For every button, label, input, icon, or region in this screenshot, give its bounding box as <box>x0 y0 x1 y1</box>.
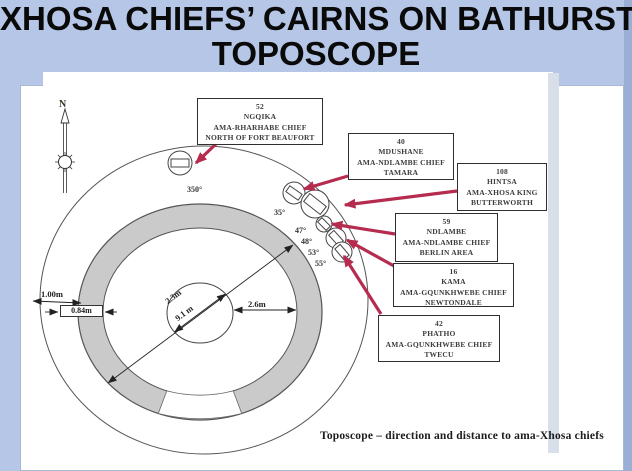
chief-distance: 16 <box>449 267 458 276</box>
cairn-marker-hintsa <box>300 189 330 219</box>
chief-name: KAMA <box>441 277 466 287</box>
chief-name: MDUSHANE <box>378 147 424 157</box>
chief-box-kama: 16 KAMA AMA-GQUNKHWEBE CHIEF NEWTONDALE <box>393 263 514 307</box>
chief-location: TAMARA <box>383 168 419 178</box>
ring-entrance-gap <box>157 390 243 420</box>
cairn-marker-55 <box>331 241 353 263</box>
diagram-caption: Toposcope – direction and distance to am… <box>320 430 604 442</box>
slide-title-line1: XHOSA CHIEFS’ CAIRNS ON BATHURST <box>0 0 632 37</box>
cairn-marker-47 <box>315 215 333 233</box>
dimension-lines <box>32 244 297 384</box>
cairn-diameter-tick-ne <box>199 293 226 314</box>
chief-box-ngqika: 52 NGQIKA AMA-RHARHABE CHIEF NORTH OF FO… <box>197 98 323 145</box>
diagram-panel-top <box>43 72 553 102</box>
chief-distance: 108 <box>496 167 508 176</box>
chief-location: BERLIN AREA <box>419 248 474 258</box>
chief-title: AMA-GQUNKHWEBE CHIEF <box>385 339 493 349</box>
pointer-arrow-kama <box>345 238 395 268</box>
chief-location: NEWTONDALE <box>425 298 482 308</box>
chief-distance: 40 <box>397 137 405 146</box>
bearing-label-48: 48° <box>301 237 313 246</box>
chief-box-mdushane: 40 MDUSHANE AMA-NDLAMBE CHIEF TAMARA <box>348 133 454 180</box>
chief-location: TWECU <box>424 350 454 360</box>
cairn-markers <box>167 150 353 263</box>
inner-diameter-line <box>107 244 294 384</box>
chief-box-hintsa: 108 HINTSA AMA-XHOSA KING BUTTERWORTH <box>457 163 547 211</box>
pointer-arrow-ndlambe <box>330 220 396 236</box>
chief-title: AMA-RHARHABE CHIEF <box>213 122 307 132</box>
chief-name: NGQIKA <box>243 112 277 122</box>
chief-distance: 42 <box>435 319 443 328</box>
chief-distance: 59 <box>442 217 451 226</box>
north-arrow-head <box>60 107 70 124</box>
measurement-wall-width: 0.84m <box>60 305 103 317</box>
scan-edge-artifact <box>548 73 559 453</box>
north-label: N <box>59 99 67 110</box>
measurement-wall-clearance: 2.6m <box>248 299 266 309</box>
pointer-arrow-phatho <box>342 254 383 315</box>
chief-location: BUTTERWORTH <box>470 198 534 208</box>
measurement-ring-offset: 1.00m <box>41 289 63 299</box>
slide-right-edge <box>624 0 632 471</box>
chief-title: AMA-NDLAMBE CHIEF <box>357 157 445 167</box>
north-arrow <box>55 107 75 193</box>
chief-title: AMA-XHOSA KING <box>466 187 538 197</box>
ring-offset-line <box>32 297 82 307</box>
compass-icon <box>58 155 72 169</box>
pointer-arrow-mdushane <box>302 174 349 191</box>
bearing-label-35: 35° <box>274 208 286 217</box>
cairn-marker-35 <box>282 181 306 205</box>
pointer-arrows <box>194 141 458 315</box>
chief-distance: 52 <box>256 102 264 111</box>
pointer-arrow-ngqika <box>194 141 219 165</box>
compass-spokes <box>55 152 75 172</box>
bearing-label-55: 55° <box>315 259 327 268</box>
chief-box-ndlambe: 59 NDLAMBE AMA-NDLAMBE CHIEF BERLIN AREA <box>395 213 498 262</box>
chief-location: NORTH OF FORT BEAUFORT <box>205 133 315 143</box>
bearing-label-47: 47° <box>295 226 307 235</box>
bearing-label-350: 350° <box>187 185 203 194</box>
slide-title: XHOSA CHIEFS’ CAIRNS ON BATHURST TOPOSCO… <box>0 1 632 71</box>
slide-title-line2: TOPOSCOPE <box>211 35 421 72</box>
cairn-marker-350 <box>167 150 193 176</box>
chief-name: PHATHO <box>422 329 456 339</box>
chief-title: AMA-NDLAMBE CHIEF <box>402 237 491 247</box>
chief-title: AMA-GQUNKHWEBE CHIEF <box>400 287 507 297</box>
bearing-label-53: 53° <box>308 248 320 257</box>
chief-box-phatho: 42 PHATHO AMA-GQUNKHWEBE CHIEF TWECU <box>378 315 500 362</box>
cairn-diameter-tick-sw <box>174 312 201 333</box>
pointer-arrow-hintsa <box>343 189 458 209</box>
chief-name: HINTSA <box>487 177 517 187</box>
chief-name: NDLAMBE <box>426 227 467 237</box>
